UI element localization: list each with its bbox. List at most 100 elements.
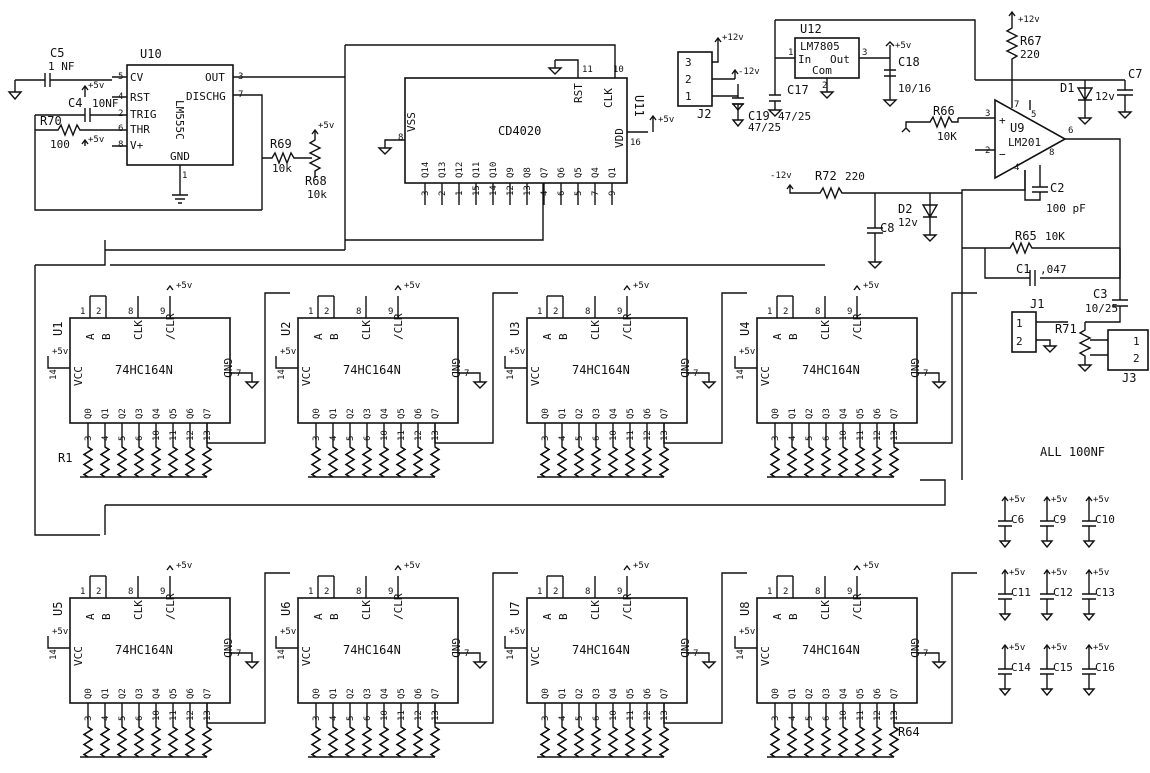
c17-capacitor: C17 47/25 (767, 83, 811, 123)
shift-register-part: 74HC164N (572, 643, 630, 657)
shift-register-part: 74HC164N (115, 643, 173, 657)
c19-minus12: -12v (738, 67, 760, 77)
decoupling-capacitors: +5vC6+5vC9+5vC10+5vC11+5vC12+5vC13+5vC14… (998, 495, 1115, 697)
gnd-lead (687, 372, 717, 389)
q-label: Q3 (363, 688, 373, 699)
q-label: Q1 (788, 688, 798, 699)
pin-label-a: A (84, 333, 97, 340)
output-resistor-body (184, 726, 196, 758)
q-pin-num: 10 (609, 710, 619, 721)
output-resistor-body (412, 726, 424, 758)
u12-ref: U12 (800, 22, 822, 36)
j3-pin2: 2 (1133, 352, 1140, 365)
q-pin-num: 6 (135, 436, 145, 441)
pin-num-gnd: 7 (923, 649, 928, 659)
u11-q-pin-num: 2 (438, 191, 448, 196)
pin-label-b: B (557, 613, 570, 620)
pin-label-gnd: GND (908, 358, 921, 378)
pin-num-b: 2 (324, 307, 329, 317)
pin-num-gnd: 7 (464, 649, 469, 659)
output-resistor-body (820, 446, 832, 478)
vcc-plus5: +5v (509, 347, 525, 357)
vcc-arrow (166, 564, 174, 571)
q-label: Q3 (592, 688, 602, 699)
pin-num-clk: 8 (815, 307, 820, 317)
output-resistor-body (658, 726, 670, 758)
q-pin-num: 13 (203, 710, 213, 721)
output-resistor-body (378, 446, 390, 478)
q-pin-num: 6 (363, 716, 373, 721)
vcc-arrow (623, 284, 631, 291)
q-pin-num: 3 (84, 716, 94, 721)
q-label: Q4 (839, 688, 849, 699)
cap-symbol (1082, 568, 1096, 622)
pin-num-gnd: 7 (236, 369, 241, 379)
q-label: Q2 (805, 408, 815, 419)
u11-q-label: Q5 (574, 167, 584, 178)
q-label: Q7 (431, 408, 441, 419)
u10-pin2: 2 (118, 109, 123, 119)
vcc-plus5: +5v (280, 347, 296, 357)
vcc-lead (504, 356, 527, 369)
pin-label-vcc: VCC (529, 366, 542, 386)
c2-capacitor: C2 100 pF (1024, 170, 1086, 215)
cap-symbol (1082, 495, 1096, 549)
u11-part: CD4020 (498, 124, 541, 138)
pin-num-vcc: 14 (49, 649, 59, 660)
output-resistor-body (854, 726, 866, 758)
r70-val: 100 (50, 138, 70, 151)
u10-pin6: 6 (118, 124, 123, 134)
q-pin-num: 6 (363, 436, 373, 441)
pin-label-b: B (328, 333, 341, 340)
j1-ref: J1 (1030, 297, 1044, 311)
r68-potentiometer: +5v R68 10k (305, 121, 334, 201)
q-label: Q6 (414, 688, 424, 699)
pin-num-clk: 8 (815, 587, 820, 597)
cap-ref: C14 (1011, 661, 1031, 674)
pin-label-clr: /CLR (621, 593, 634, 620)
pin-label-b: B (557, 333, 570, 340)
output-resistor-body (871, 726, 883, 758)
q-pin-num: 5 (346, 716, 356, 721)
pin-num-gnd: 7 (236, 649, 241, 659)
q-pin-num: 12 (186, 430, 196, 441)
c7-capacitor: C7 (1117, 67, 1142, 119)
gnd-lead (230, 652, 260, 669)
u11-q-label: Q13 (438, 162, 448, 178)
pin-num-a: 1 (537, 587, 542, 597)
u10-plus5b: +5v (88, 135, 104, 145)
output-resistor-body (116, 446, 128, 478)
pin-num-a: 1 (80, 587, 85, 597)
c5-val: 1 NF (48, 60, 75, 73)
q-label: Q3 (592, 408, 602, 419)
clr-plus5: +5v (176, 281, 192, 291)
j2-pin2: 2 (685, 73, 692, 86)
pin-num-b: 2 (783, 307, 788, 317)
shift-register-ref: U1 (51, 322, 65, 336)
output-resistor-body (658, 446, 670, 478)
j3-body (1107, 329, 1149, 371)
q-pin-num: 12 (873, 430, 883, 441)
pin-num-vcc: 14 (506, 369, 516, 380)
vcc-arrow (394, 284, 402, 291)
vcc-plus5: +5v (509, 627, 525, 637)
c3-val: 10/25 (1085, 302, 1118, 315)
q-label: Q2 (118, 408, 128, 419)
q-label: Q7 (431, 688, 441, 699)
pin-num-gnd: 7 (923, 369, 928, 379)
cap-plus5: +5v (1009, 568, 1025, 578)
output-resistor-body (624, 446, 636, 478)
r65-val: 10K (1045, 230, 1065, 243)
r72-val: 220 (845, 170, 865, 183)
u11-q-pin-num: 1 (455, 191, 465, 196)
q-pin-num: 5 (805, 436, 815, 441)
output-resistor-body (769, 726, 781, 758)
pin-num-b: 2 (96, 587, 101, 597)
u9-pin4: 4 (1014, 163, 1019, 173)
u10-part: LM555C (173, 100, 186, 140)
pin-num-clk: 8 (356, 307, 361, 317)
shift-register-body (756, 317, 918, 424)
u11-q-label: Q12 (455, 162, 465, 178)
